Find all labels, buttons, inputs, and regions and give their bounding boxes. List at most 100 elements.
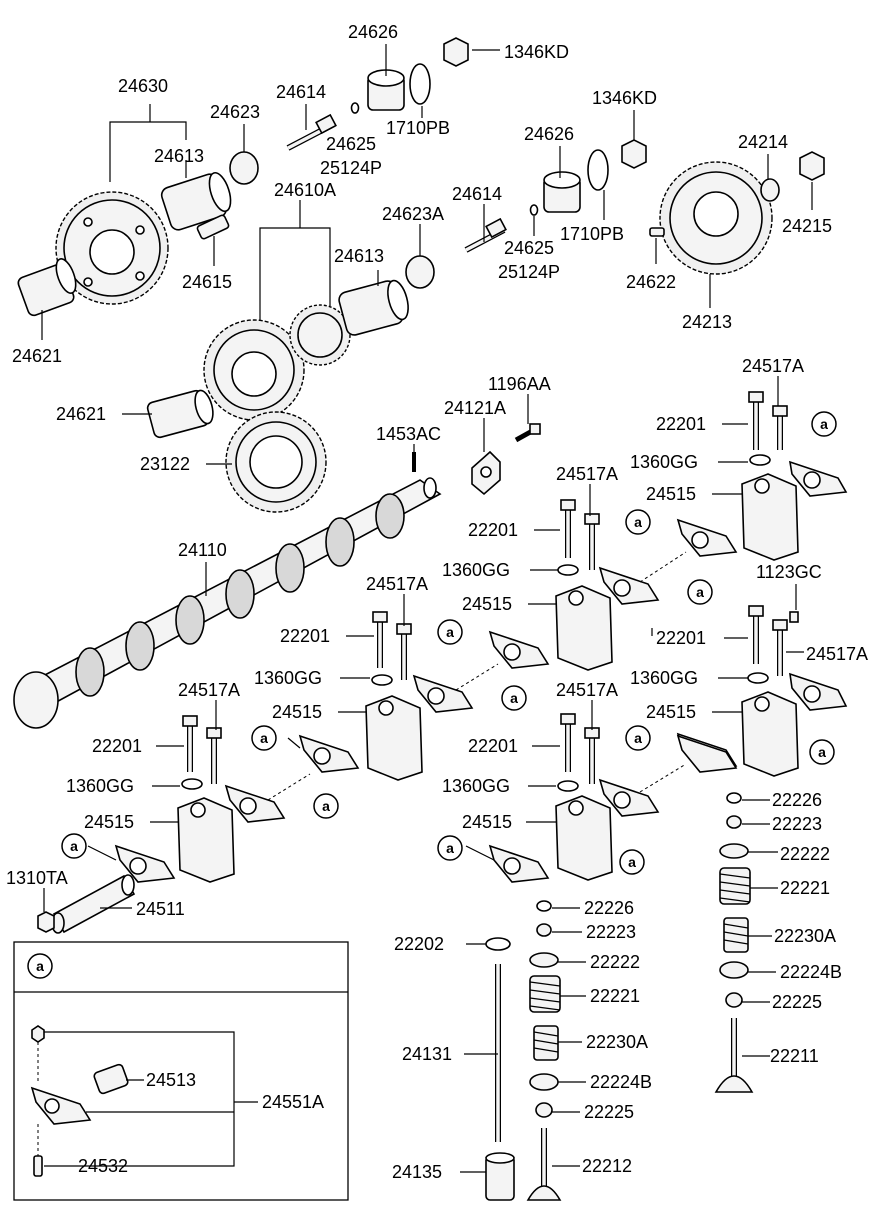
rocker-assembly-1 <box>741 391 848 561</box>
label-22226-a: 22226 <box>772 790 822 810</box>
label-24515-e: 24515 <box>84 812 134 832</box>
label-23122: 23122 <box>140 454 190 474</box>
ref-marker-9: a <box>625 725 651 751</box>
sleeve-24613-b <box>338 279 409 336</box>
ref-marker-3: a <box>687 579 713 605</box>
label-1360GG-d: 1360GG <box>630 668 698 688</box>
gear-24610A <box>203 304 351 421</box>
ring-24625-b <box>529 204 539 216</box>
ref-marker-6: a <box>251 725 277 751</box>
label-24621-a: 24621 <box>12 346 62 366</box>
label-24513: 24513 <box>146 1070 196 1090</box>
label-22221-a: 22221 <box>780 878 830 898</box>
label-24515-c: 24515 <box>272 702 322 722</box>
label-24622: 24622 <box>626 272 676 292</box>
label-24614-b: 24614 <box>452 184 502 204</box>
part-labels: 24626 1346KD 24630 24614 24623 24625 171… <box>6 22 868 1182</box>
label-22230A-b: 22230A <box>586 1032 648 1052</box>
sleeve-24613-a <box>160 171 232 231</box>
label-22202: 22202 <box>394 934 444 954</box>
label-24517A-f: 24517A <box>556 680 618 700</box>
ref-marker-11: a <box>437 835 463 861</box>
gear-24213 <box>659 161 773 275</box>
nut-1346KD-b <box>621 139 647 169</box>
label-22230A-a: 22230A <box>774 926 836 946</box>
label-1360GG-b: 1360GG <box>442 560 510 580</box>
rocker-assembly-6 <box>488 713 738 883</box>
label-22222-b: 22222 <box>590 952 640 972</box>
ref-marker-1: a <box>811 411 837 437</box>
label-22201-d: 22201 <box>656 628 706 648</box>
key-24622 <box>649 227 665 237</box>
label-1310TA: 1310TA <box>6 868 68 888</box>
label-25124P-b: 25124P <box>498 262 560 282</box>
label-22201-a: 22201 <box>656 414 706 434</box>
washer-24214 <box>760 178 780 202</box>
label-24615: 24615 <box>182 272 232 292</box>
ref-marker-10: a <box>809 739 835 765</box>
label-22222-a: 22222 <box>780 844 830 864</box>
shaft-24614-b <box>464 217 507 253</box>
camshaft-24110 <box>13 477 442 729</box>
tappet-24135 <box>485 1152 515 1201</box>
label-24623: 24623 <box>210 102 260 122</box>
pin-24615 <box>196 214 230 240</box>
label-24613-b: 24613 <box>334 246 384 266</box>
ring-1710PB-b <box>587 149 609 191</box>
label-24626-a: 24626 <box>348 22 398 42</box>
ref-marker-7: a <box>313 793 339 819</box>
label-24625-b: 24625 <box>504 238 554 258</box>
label-22201-f: 22201 <box>468 736 518 756</box>
valve-stack-center <box>526 900 562 1201</box>
washer-24623A <box>405 255 435 289</box>
label-1346KD-a: 1346KD <box>504 42 569 62</box>
rocker-assembly-5 <box>114 715 360 883</box>
label-1346KD-b: 1346KD <box>592 88 657 108</box>
shaft-24614-a <box>286 113 337 151</box>
washer-22202 <box>485 937 511 951</box>
label-22225-a: 22225 <box>772 992 822 1012</box>
ref-marker-4: a <box>437 619 463 645</box>
label-24511: 24511 <box>136 899 185 919</box>
ref-marker-2: a <box>625 509 651 535</box>
leader-lines <box>41 44 813 1173</box>
washer-24623 <box>229 151 259 185</box>
rocker-shaft-24511 <box>51 874 136 934</box>
svg-text:a: a <box>696 584 704 600</box>
nut-1346KD-a <box>443 37 469 67</box>
svg-text:a: a <box>260 730 268 746</box>
label-24515-a: 24515 <box>646 484 696 504</box>
gear-23122 <box>225 411 327 513</box>
label-22224B-a: 22224B <box>780 962 842 982</box>
label-24213: 24213 <box>682 312 732 332</box>
bushing-24626-a <box>367 69 405 111</box>
label-22225-b: 22225 <box>584 1102 634 1122</box>
reference-markers: a a a a a a a a a a a a a <box>27 411 837 979</box>
rocker-assembly-2 <box>555 499 738 671</box>
label-22223-a: 22223 <box>772 814 822 834</box>
label-24215: 24215 <box>782 216 832 236</box>
label-1360GG-c: 1360GG <box>254 668 322 688</box>
label-22212: 22212 <box>582 1156 632 1176</box>
label-1360GG-a: 1360GG <box>630 452 698 472</box>
label-24515-f: 24515 <box>462 812 512 832</box>
label-1710PB-a: 1710PB <box>386 118 450 138</box>
ref-marker-inset: a <box>27 953 53 979</box>
svg-text:a: a <box>628 854 636 870</box>
label-24610A: 24610A <box>274 180 336 200</box>
bushing-24621-b <box>146 389 214 439</box>
label-22221-b: 22221 <box>590 986 640 1006</box>
bushing-24621-a <box>17 258 77 317</box>
ring-1710PB-a <box>409 63 431 105</box>
label-1360GG-f: 1360GG <box>442 776 510 796</box>
ref-marker-5: a <box>501 685 527 711</box>
svg-text:a: a <box>36 958 44 974</box>
svg-text:a: a <box>446 624 454 640</box>
svg-text:a: a <box>634 514 642 530</box>
label-22201-c: 22201 <box>280 626 330 646</box>
label-22224B-b: 22224B <box>590 1072 652 1092</box>
label-1710PB-b: 1710PB <box>560 224 624 244</box>
label-24630: 24630 <box>118 76 168 96</box>
label-24135: 24135 <box>392 1162 442 1182</box>
